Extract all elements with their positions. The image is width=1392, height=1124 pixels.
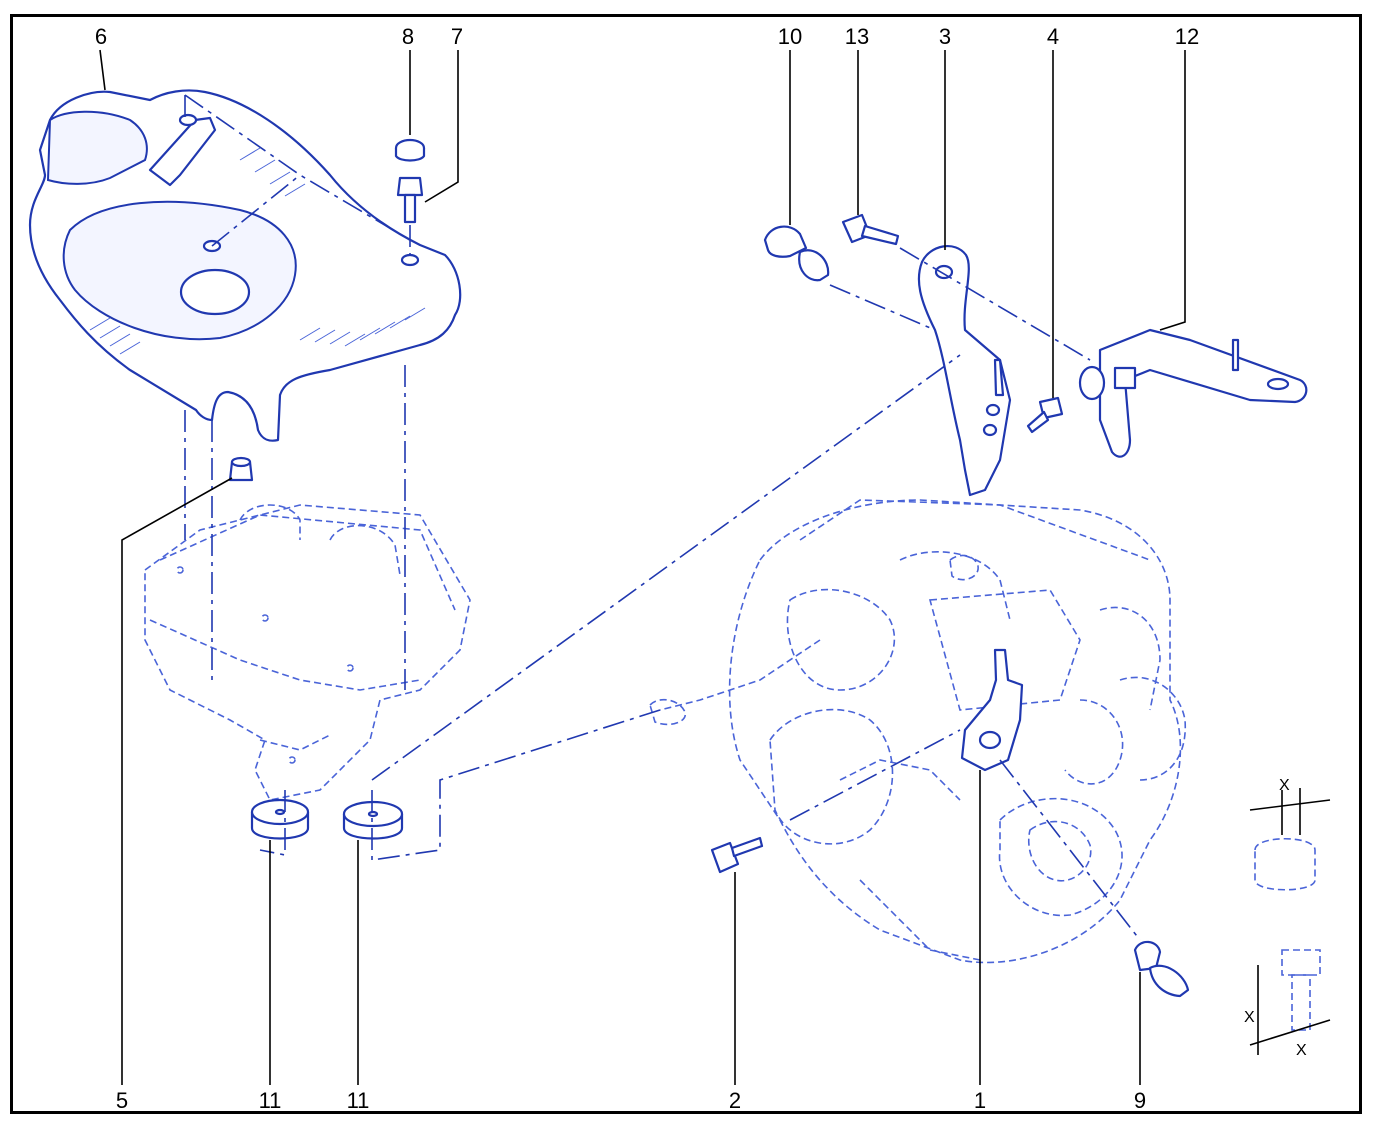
dimension-mark-x: X — [1296, 1042, 1307, 1059]
rubber-grommet-icon — [342, 800, 404, 840]
callout-11: 11 — [258, 1088, 282, 1113]
hose-clip-icon — [763, 225, 830, 282]
engine-cover-icon — [28, 89, 462, 442]
callout-7: 7 — [450, 24, 464, 49]
bolt-4-icon — [1026, 396, 1064, 434]
cap-8-icon — [394, 138, 426, 162]
callout-3: 3 — [938, 24, 952, 49]
callout-13: 13 — [844, 24, 870, 49]
callout-12: 12 — [1174, 24, 1200, 49]
callout-11: 11 — [346, 1088, 370, 1113]
callout-8: 8 — [401, 24, 415, 49]
engine-block-outline-icon — [649, 499, 1186, 964]
callout-2: 2 — [728, 1088, 742, 1113]
intake-manifold-outline — [144, 504, 471, 801]
lifting-bracket-icon — [917, 245, 1012, 497]
callout-6: 6 — [94, 24, 108, 49]
nut-5-icon — [228, 456, 254, 482]
bolt-7-icon — [396, 176, 424, 224]
callout-9: 9 — [1133, 1088, 1147, 1113]
callout-10: 10 — [777, 24, 803, 49]
lower-bracket-1-icon — [960, 648, 1024, 772]
callout-1: 1 — [973, 1088, 987, 1113]
support-bracket-12-icon — [1078, 328, 1308, 458]
callout-leaders — [99, 49, 1186, 1085]
callout-4: 4 — [1046, 24, 1060, 49]
bolt-2-icon — [710, 836, 764, 874]
rubber-grommet-icon — [250, 798, 310, 840]
dimension-mark-x: X — [1279, 777, 1290, 794]
hose-clip-icon — [1133, 940, 1190, 998]
bolt-dimension-detail — [1249, 949, 1331, 1055]
dimension-mark-x: X — [1244, 1009, 1255, 1026]
bolt-13-icon — [841, 213, 900, 246]
assembly-axis-lines — [184, 94, 1141, 941]
callout-5: 5 — [115, 1088, 129, 1113]
grommet-dimension-detail — [1249, 788, 1331, 891]
